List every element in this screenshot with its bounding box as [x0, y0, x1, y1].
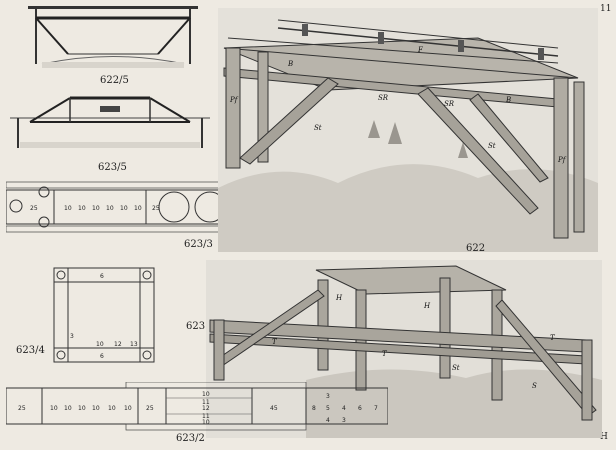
page-number: 11 — [600, 4, 612, 14]
strip-623-2-left-num: 25 — [18, 405, 26, 412]
strip-623-2-cell: 10 — [108, 405, 116, 412]
illustration-622-label: St — [314, 124, 322, 132]
strip-623-2-small: 10 — [202, 391, 210, 398]
strip-623-2-cell: 10 — [124, 405, 132, 412]
figure-label-623-2: 623/2 — [176, 433, 205, 444]
strip-623-3-cell: 10 — [120, 205, 128, 212]
strip-623-2: 25 10 10 10 10 10 10 25 45 10 11 12 11 1… — [6, 382, 388, 431]
strip-623-2-small: 3 — [326, 393, 330, 400]
illustration-623: H H T T T S St — [206, 260, 602, 438]
strip-623-2-small: 4 — [342, 405, 346, 412]
illustration-622: B F SR Pf St B Pf SR St — [218, 8, 598, 252]
illustration-622-label: B — [287, 60, 293, 68]
illustration-623-label: T — [272, 338, 278, 346]
strip-623-3-cell: 10 — [106, 205, 114, 212]
plan-623-4-top-num: 6 — [100, 273, 104, 280]
strip-623-3-left-num: 25 — [30, 205, 38, 212]
figure-label-623: 623 — [186, 321, 206, 332]
plan-623-4-bottom-num: 6 — [100, 353, 104, 360]
strip-623-2-cell: 10 — [92, 405, 100, 412]
plan-623-4: 6 3 10 12 13 6 — [53, 267, 155, 363]
strip-623-2-small: 11 — [202, 399, 210, 406]
strip-623-2-small: 3 — [342, 417, 346, 424]
diagram-622-5 — [28, 6, 198, 68]
strip-623-2-cell: 10 — [78, 405, 86, 412]
illustration-622-label: SR — [444, 100, 455, 108]
illustration-623-label: T — [550, 334, 556, 342]
illustration-622-label: B — [505, 96, 511, 104]
strip-623-2-small: 12 — [202, 405, 210, 412]
strip-623-2-cell: 10 — [50, 405, 58, 412]
illustration-623-label: H — [423, 302, 431, 310]
strip-623-3-cell: 10 — [134, 205, 142, 212]
figure-label-623-3: 623/3 — [184, 239, 213, 250]
plan-623-4-inner-num: 10 — [96, 341, 104, 348]
strip-623-2-mid-num: 25 — [146, 405, 154, 412]
page-signature: H — [600, 432, 608, 442]
strip-623-2-small: 10 — [202, 419, 210, 426]
strip-623-2-small: 7 — [374, 405, 378, 412]
illustration-622-label: St — [488, 142, 496, 150]
strip-623-3-cell: 10 — [78, 205, 86, 212]
strip-623-2-right-num: 45 — [270, 405, 278, 412]
figure-label-623-5: 623/5 — [98, 162, 127, 173]
illustration-622-label: F — [417, 46, 424, 54]
strip-623-2-small: 11 — [202, 413, 210, 420]
plan-623-4-inner-num: 3 — [70, 333, 74, 340]
strip-623-2-cell: 10 — [64, 405, 72, 412]
strip-623-2-small: 4 — [326, 417, 330, 424]
illustration-623-label: H — [335, 294, 343, 302]
illustration-622-label: Pf — [229, 96, 239, 104]
strip-623-3-mid-num: 25 — [152, 205, 160, 212]
plan-623-4-inner-num: 13 — [130, 341, 138, 348]
illustration-623-label: St — [452, 364, 460, 372]
strip-623-2-small: 5 — [326, 405, 330, 412]
figure-label-622-5: 622/5 — [100, 75, 129, 86]
illustration-623-label: T — [382, 350, 388, 358]
plan-623-4-inner-num: 12 — [114, 341, 122, 348]
strip-623-2-small: 8 — [312, 405, 316, 412]
illustration-622-label: Pf — [557, 156, 567, 164]
illustration-622-label: SR — [378, 94, 389, 102]
diagram-623-5 — [10, 96, 210, 148]
figure-label-622: 622 — [466, 243, 486, 254]
figure-label-623-4: 623/4 — [16, 345, 45, 356]
strip-623-2-small: 6 — [358, 405, 362, 412]
strip-623-3-cell: 10 — [64, 205, 72, 212]
illustration-623-label: S — [532, 382, 537, 390]
strip-623-3-cell: 10 — [92, 205, 100, 212]
